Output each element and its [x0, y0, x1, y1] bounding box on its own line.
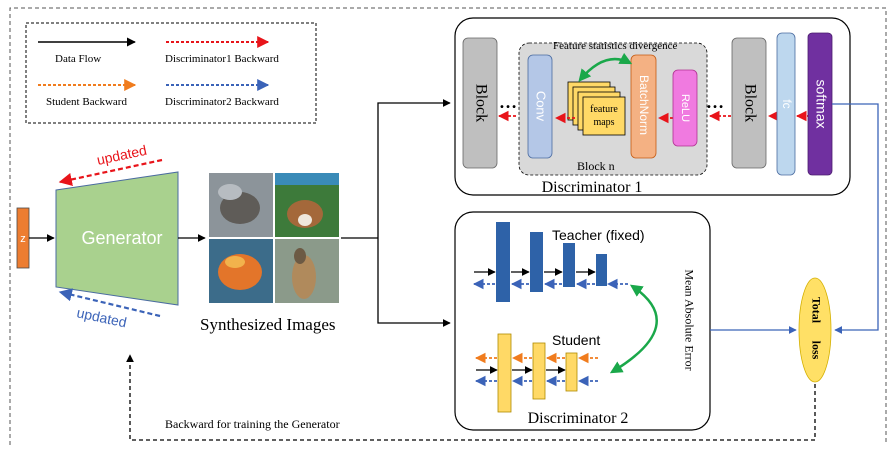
feature-map-front: [582, 96, 626, 136]
teacher-layer-1: [496, 222, 510, 302]
fsd-green-arrow: [578, 52, 633, 82]
teacher-layer-4: [596, 254, 607, 286]
feature-statistics-divergence-label: Feature statistics divergence: [553, 40, 678, 52]
synthesized-images-label: Synthesized Images: [200, 315, 336, 334]
disc1-ellipsis-left: …: [499, 92, 517, 112]
disc1-to-loss-line: [832, 103, 879, 334]
feature-maps-label-1: feature: [590, 104, 618, 115]
disc1-softmax-label: softmax: [813, 79, 829, 128]
block-n-label: Block n: [577, 159, 615, 173]
disc1-block-left-label: Block: [472, 84, 489, 122]
disc1-relu-label: ReLU: [679, 94, 691, 122]
total-loss-label-1: Total: [809, 297, 823, 324]
outer-frame: [9, 7, 887, 445]
teacher-network: [472, 222, 628, 302]
discriminator2-title: Discriminator 2: [528, 410, 629, 427]
total-loss-label-2: loss: [809, 341, 823, 360]
disc1-fc-label: fc: [780, 99, 794, 108]
z-label: z: [20, 233, 26, 245]
legend-disc2-label: Discriminator2 Backward: [165, 96, 279, 108]
disc1-batchnorm: [630, 54, 657, 159]
disc1-fc: [776, 32, 796, 176]
legend-data-flow-label: Data Flow: [55, 53, 101, 65]
generator-updated-red-arrow: [58, 158, 163, 186]
disc1-ellipsis-right: …: [706, 92, 724, 112]
discriminator2-box: [454, 211, 711, 431]
backward-generator-line: [126, 354, 816, 441]
updated-label-top: updated: [95, 142, 148, 168]
student-layer-3: [565, 352, 578, 392]
teacher-layer-2: [530, 232, 543, 292]
disc1-conv: [527, 54, 553, 159]
student-label: Student: [552, 332, 600, 348]
mae-label: Mean Absolute Error: [682, 269, 696, 370]
disc1-relu: [672, 69, 698, 147]
images-to-disc2-arrow: [377, 238, 451, 327]
legend: Data Flow Discriminator1 Backward Studen…: [25, 22, 317, 124]
images-to-disc1-arrow: [377, 99, 451, 238]
generator-block: [55, 171, 179, 306]
student-network: [474, 333, 598, 413]
backward-generator-label: Backward for training the Generator: [165, 417, 340, 431]
student-layer-1: [497, 333, 512, 413]
total-loss-node: [798, 277, 832, 383]
teacher-label: Teacher (fixed): [552, 227, 645, 243]
disc1-block-left: [462, 37, 498, 169]
updated-label-bottom: updated: [75, 304, 128, 330]
teacher-layer-3: [563, 243, 575, 287]
legend-student-label: Student Backward: [46, 96, 127, 108]
disc1-batchnorm-label: BatchNorm: [637, 75, 651, 135]
disc1-conv-label: Conv: [534, 91, 549, 122]
synthesized-images: [209, 173, 339, 303]
feature-maps-label-2: maps: [593, 117, 614, 128]
legend-disc1-label: Discriminator1 Backward: [165, 53, 279, 65]
disc1-block-right: [731, 37, 767, 169]
generator-label: Generator: [81, 228, 162, 248]
student-layer-2: [532, 342, 546, 400]
generator-updated-blue-arrow: [58, 288, 161, 318]
disc1-block-right-label: Block: [741, 84, 758, 122]
mae-green-arrow: [609, 284, 658, 374]
discriminator1-title: Discriminator 1: [542, 179, 643, 196]
